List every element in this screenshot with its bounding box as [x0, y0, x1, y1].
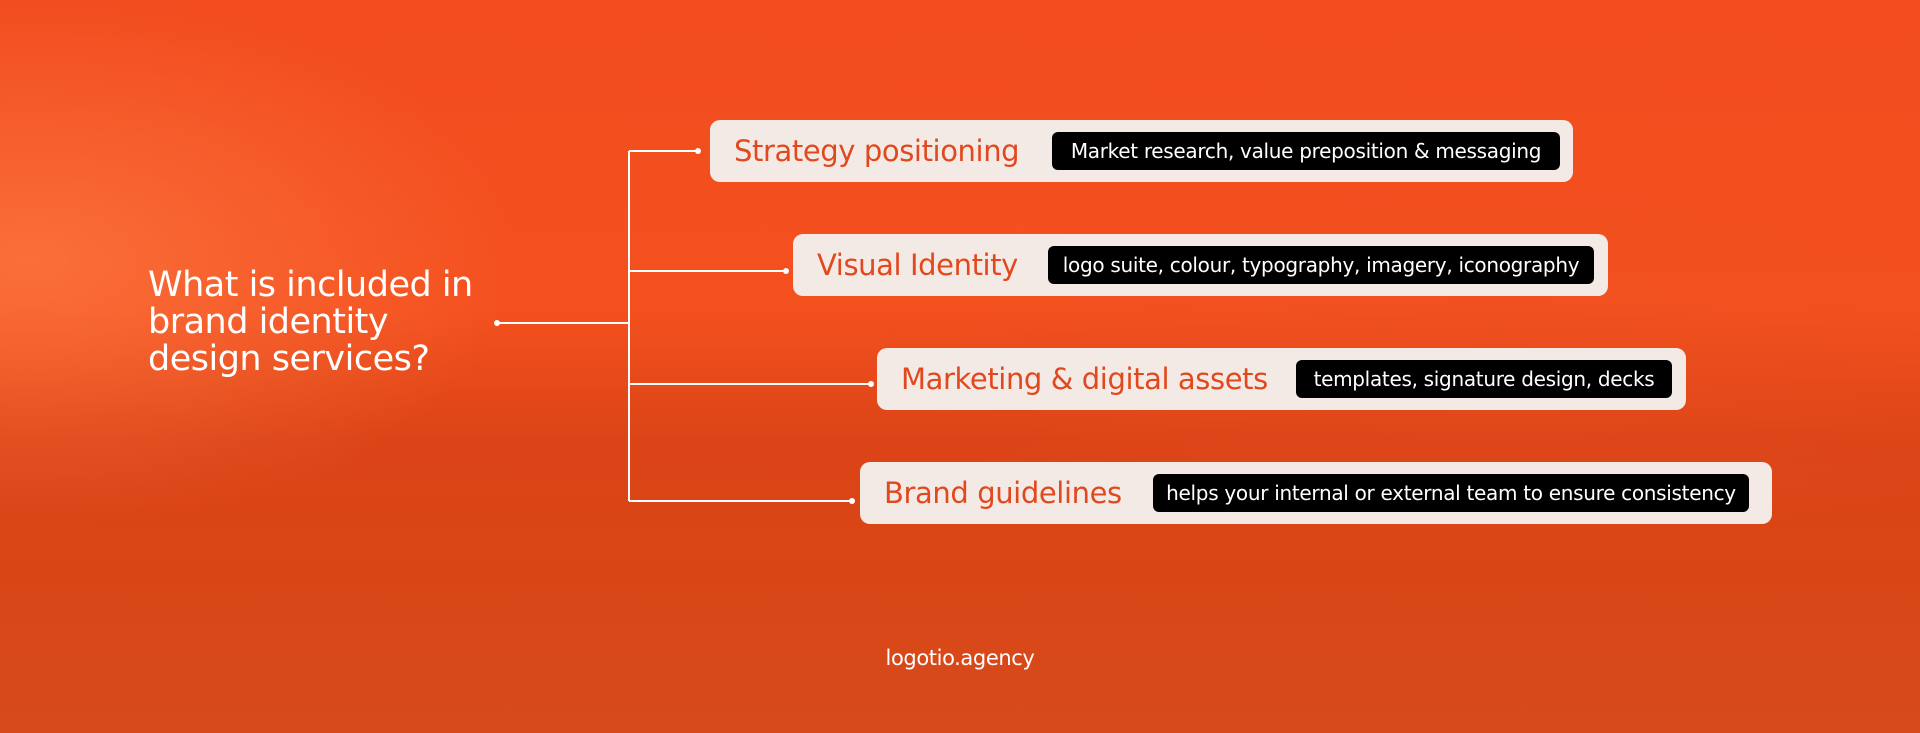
service-title: Strategy positioning: [734, 134, 1020, 168]
connector-dot-4: [849, 498, 855, 504]
service-title: Visual Identity: [817, 248, 1018, 282]
heading-line-1: What is included in: [148, 265, 473, 305]
service-description-pill: Market research, value preposition & mes…: [1052, 132, 1560, 170]
connector-dot-3: [868, 381, 874, 387]
heading-line-2: brand identity: [148, 302, 389, 342]
connector-dot-2: [783, 268, 789, 274]
connector-dot-1: [695, 148, 701, 154]
service-description-pill: logo suite, colour, typography, imagery,…: [1048, 246, 1594, 284]
service-card-marketing: Marketing & digital assets templates, si…: [877, 348, 1686, 410]
connector-root-dot: [494, 320, 500, 326]
service-card-visual-identity: Visual Identity logo suite, colour, typo…: [793, 234, 1608, 296]
heading-line-3: design services?: [148, 339, 430, 379]
main-heading: What is included in brand identity desig…: [148, 267, 473, 378]
service-card-brand-guidelines: Brand guidelines helps your internal or …: [860, 462, 1772, 524]
service-title: Brand guidelines: [884, 476, 1122, 510]
service-description-pill: templates, signature design, decks: [1296, 360, 1672, 398]
brand-footer-logo: logotio.agency: [885, 646, 1035, 670]
service-card-strategy: Strategy positioning Market research, va…: [710, 120, 1573, 182]
service-description-pill: helps your internal or external team to …: [1153, 474, 1749, 512]
service-title: Marketing & digital assets: [901, 362, 1268, 396]
